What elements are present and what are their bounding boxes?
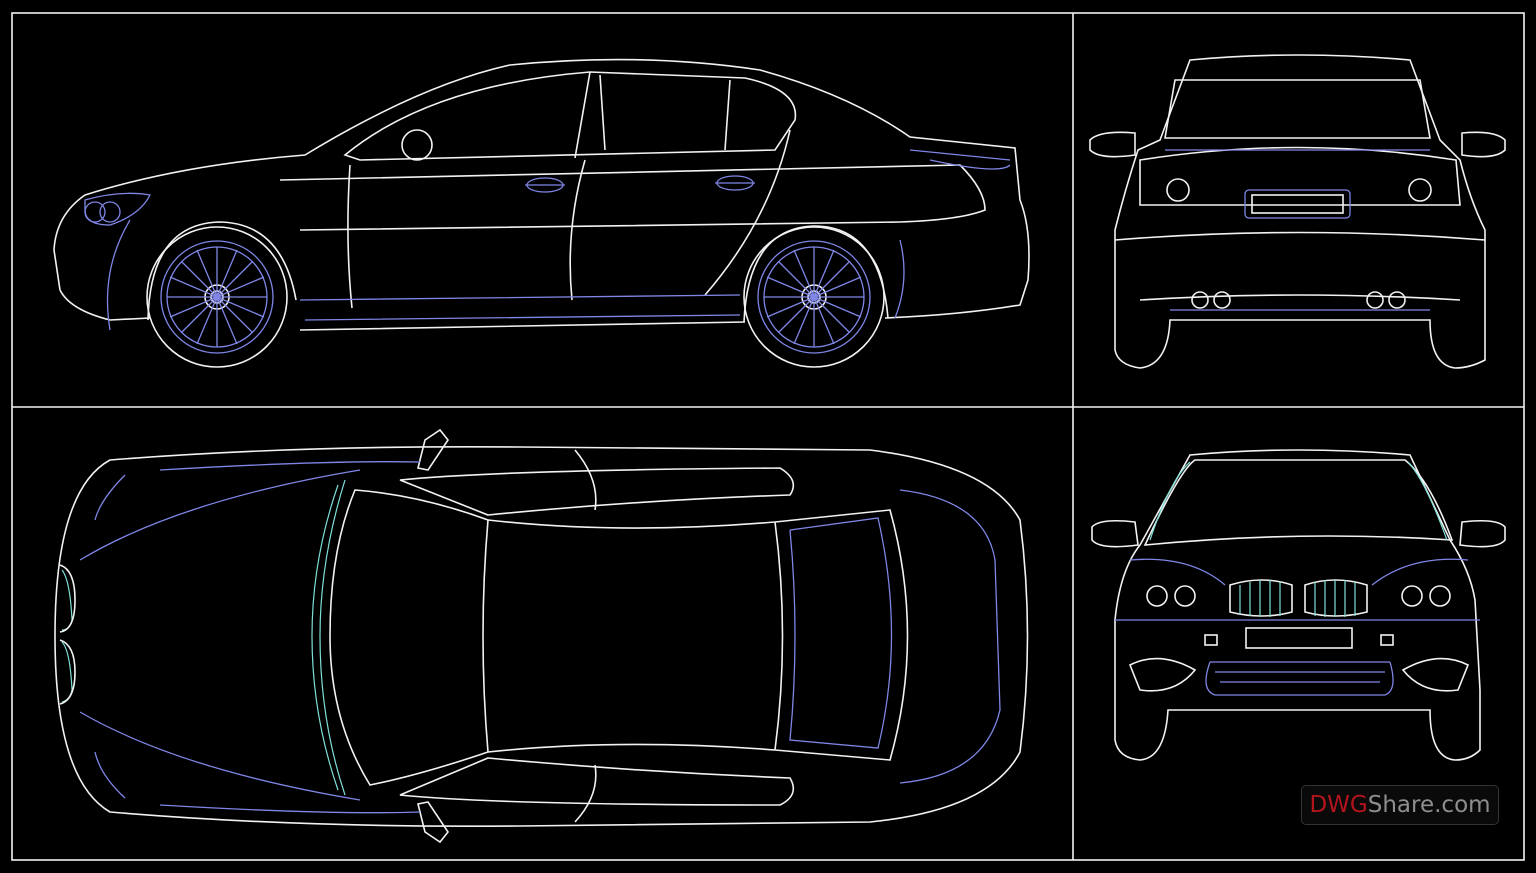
front-view [1091, 449, 1506, 761]
watermark-part1: DWG [1309, 792, 1368, 818]
top-view [54, 428, 1029, 844]
drawing-frame [11, 12, 1525, 861]
rear-wheel [146, 226, 288, 368]
side-view [53, 58, 1030, 368]
front-wheel [743, 226, 885, 368]
watermark-part2: Share.com [1367, 792, 1491, 818]
rear-view [1089, 54, 1506, 369]
